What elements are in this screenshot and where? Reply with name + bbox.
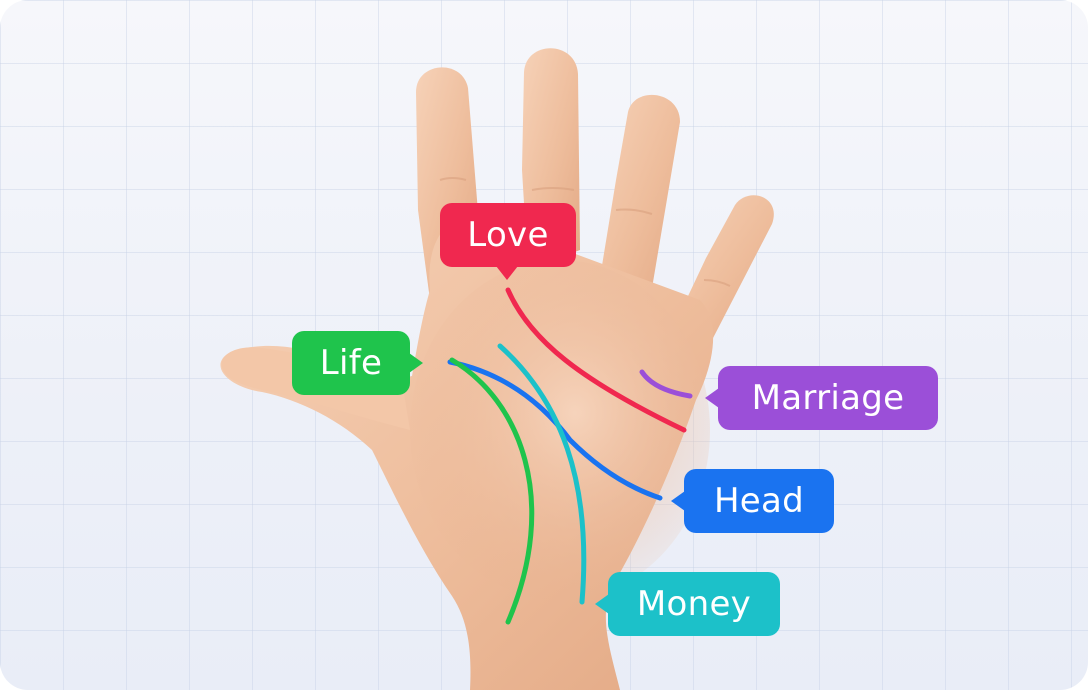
life-line bbox=[449, 357, 535, 625]
head-line bbox=[447, 359, 663, 501]
love-label: Love bbox=[440, 203, 576, 280]
life-label: Life bbox=[292, 331, 423, 395]
money-line bbox=[497, 343, 587, 605]
head-label: Head bbox=[671, 469, 834, 533]
index-finger bbox=[416, 67, 478, 300]
money-label: Money bbox=[595, 572, 780, 636]
love-line bbox=[505, 287, 687, 433]
marriage-line bbox=[639, 369, 693, 399]
ring-finger bbox=[598, 94, 680, 300]
marriage-label: Marriage bbox=[705, 366, 938, 430]
